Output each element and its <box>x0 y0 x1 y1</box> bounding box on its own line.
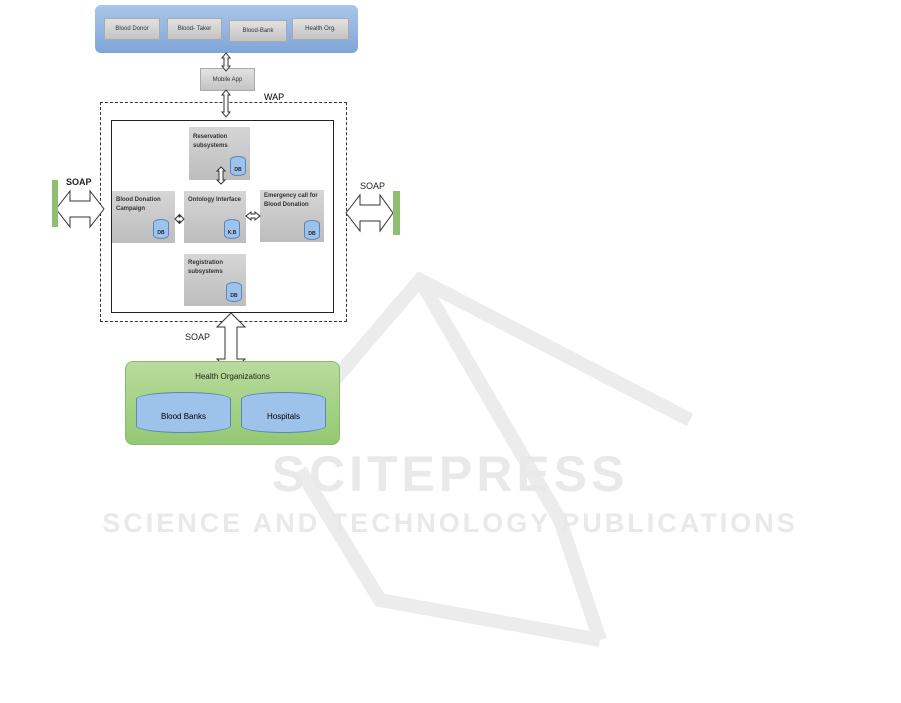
double-arrow-icon <box>245 210 261 222</box>
db-icon: DB <box>153 219 169 239</box>
hospitals-db: Hospitals <box>241 392 326 433</box>
double-arrow-icon <box>220 89 232 118</box>
double-arrow-icon <box>215 166 227 185</box>
blood-banks-db: Blood Banks <box>136 392 231 433</box>
health-organizations-panel: Health Organizations Blood Banks Hospita… <box>125 361 340 445</box>
double-arrow-icon <box>55 189 105 229</box>
double-arrow-icon <box>174 213 185 225</box>
double-arrow-icon <box>345 193 394 233</box>
soap-label-bottom: SOAP <box>185 332 211 342</box>
registration-label: Registration subsystems <box>188 260 224 275</box>
health-organizations-title: Health Organizations <box>195 372 270 381</box>
double-arrow-icon <box>220 52 232 72</box>
ontology-label: Ontology Interface <box>188 197 242 203</box>
db-icon: DB <box>230 156 246 176</box>
blood-donor-box: Blood Donor <box>104 18 160 40</box>
connector-arrows <box>52 52 400 374</box>
soap-label-left: SOAP <box>66 177 92 187</box>
emergency-label: Emergency call for Blood Donation <box>264 193 318 208</box>
right-external-system-bar <box>393 191 400 235</box>
reservation-label: Reservation subsystems <box>193 134 228 149</box>
db-icon: DB <box>304 220 320 240</box>
blood-bank-box: Blood-Bank <box>229 20 287 42</box>
watermark-subtitle: SCIENCE AND TECHNOLOGY PUBLICATIONS <box>102 508 798 538</box>
watermark-title: SCITEPRESS <box>271 446 629 502</box>
health-org-box: Health Org. <box>292 18 349 40</box>
left-external-system-bar <box>52 180 58 227</box>
campaign-label: Blood Donation Campaign <box>116 197 161 212</box>
db-icon: DB <box>226 282 242 302</box>
blood-taker-box: Blood- Taker <box>167 18 222 40</box>
wap-label: WAP <box>262 92 287 102</box>
soap-label-right: SOAP <box>360 181 386 191</box>
knowledge-base-icon: K.B <box>224 219 240 239</box>
